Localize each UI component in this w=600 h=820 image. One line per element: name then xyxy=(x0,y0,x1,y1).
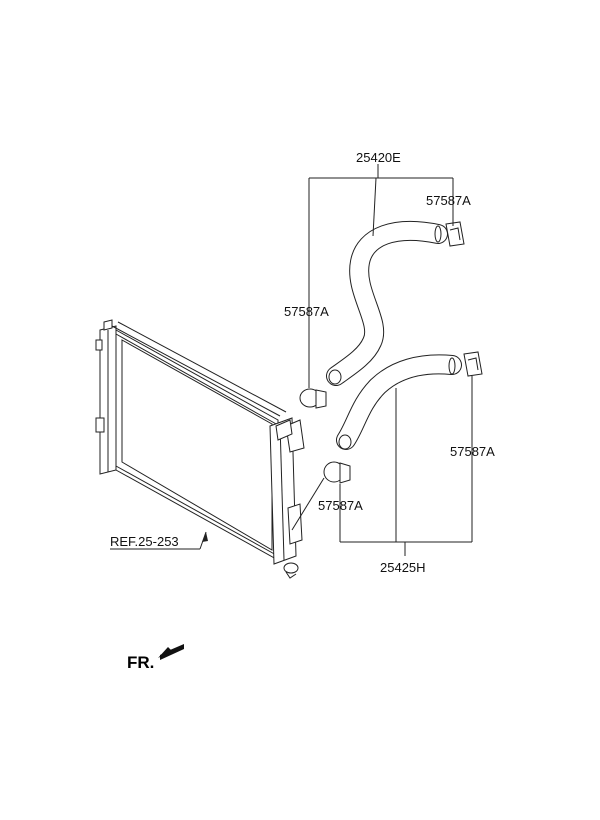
front-arrow-icon xyxy=(158,644,184,660)
lower-hose xyxy=(336,354,462,450)
label-lower-hose: 25425H xyxy=(380,560,426,575)
label-clamp-lower-right: 57587A xyxy=(450,444,495,459)
clamp-upper-right xyxy=(445,221,465,247)
clamp-lower-right xyxy=(463,351,483,377)
label-front: FR. xyxy=(127,653,154,672)
label-clamp-upper-right: 57587A xyxy=(426,193,471,208)
label-clamp-upper-left: 57587A xyxy=(284,304,329,319)
leader-lines xyxy=(110,164,473,556)
label-reference: REF.25-253 xyxy=(110,534,179,549)
radiator xyxy=(95,319,305,579)
upper-hose xyxy=(326,220,448,386)
clamp-lower-left xyxy=(323,461,351,484)
label-clamp-lower-left: 57587A xyxy=(318,498,363,513)
label-upper-hose: 25420E xyxy=(356,150,401,165)
clamp-upper-left xyxy=(299,388,327,409)
